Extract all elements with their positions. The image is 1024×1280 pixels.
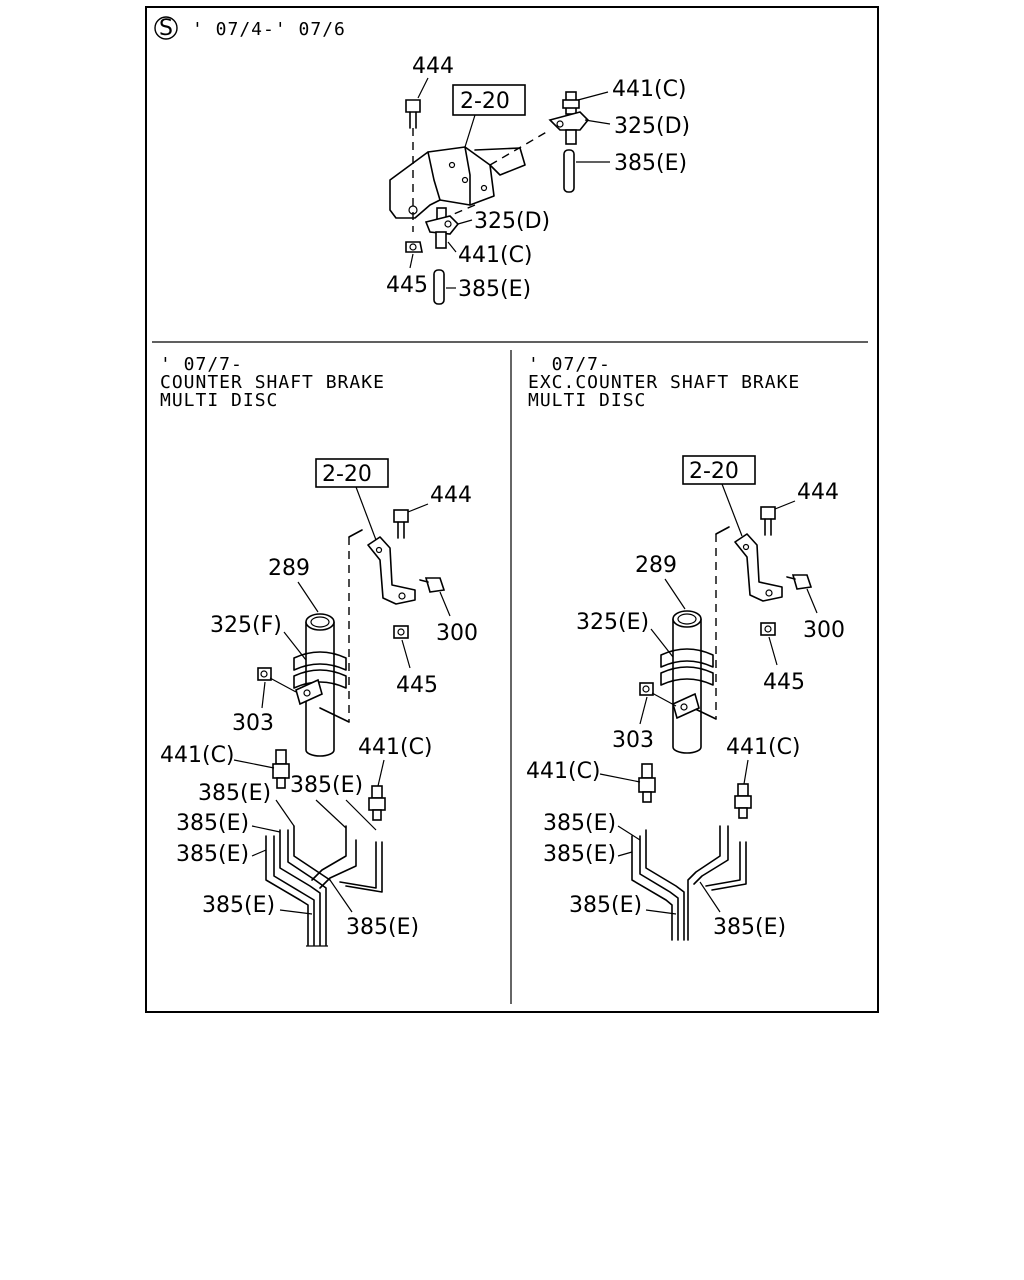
- left-pipe-289: [297, 581, 335, 757]
- diagram-frame: [145, 6, 879, 1013]
- label-right-hose-385e-4: 385(E): [713, 915, 786, 940]
- label-left-bolt-300: 300: [436, 621, 478, 646]
- label-left-hose-385e-2: 385(E): [290, 773, 363, 798]
- left-hose-bundle: [251, 799, 383, 947]
- right-clip-325e: [650, 628, 714, 720]
- left-header-line1: ' 07/7-: [160, 354, 243, 375]
- label-left-pipe-289: 289: [268, 556, 310, 581]
- s-symbol-circle: [154, 16, 178, 40]
- label-left-nut-303: 303: [232, 711, 274, 736]
- label-left-connector-441c-a: 441(C): [160, 743, 235, 768]
- label-connector-441c-top: 441(C): [612, 77, 687, 102]
- ref-box-right: [682, 455, 756, 485]
- right-pipe-289: [664, 578, 702, 754]
- left-connector-441-left: [233, 749, 290, 789]
- label-connector-441c-bottom: 441(C): [458, 243, 533, 268]
- left-clip-325f: [283, 631, 347, 706]
- left-nut-303: [257, 667, 297, 709]
- label-left-clip-325f: 325(F): [210, 613, 282, 638]
- label-ref-2-20: 2-20: [460, 89, 510, 114]
- label-right-clip-325e: 325(E): [576, 610, 649, 635]
- top-bracket-assembly: [389, 128, 551, 232]
- left-section: ' 07/7- COUNTER SHAFT BRAKE MULTI DISC 2…: [160, 354, 478, 947]
- right-section: ' 07/7- EXC.COUNTER SHAFT BRAKE MULTI DI…: [526, 354, 845, 941]
- label-right-hose-385e-1: 385(E): [543, 811, 616, 836]
- nut-445-top: [405, 241, 423, 269]
- label-right-connector-441c-b: 441(C): [726, 735, 801, 760]
- left-header-line3: MULTI DISC: [160, 390, 278, 411]
- label-clip-325d-bottom: 325(D): [474, 209, 550, 234]
- label-clip-325d-top: 325(D): [614, 114, 690, 139]
- label-right-nut-445: 445: [763, 670, 805, 695]
- left-bolt-444: [393, 503, 429, 539]
- left-header-line2: COUNTER SHAFT BRAKE: [160, 372, 385, 393]
- right-nut-303: [639, 682, 677, 725]
- label-right-connector-441c-a: 441(C): [526, 759, 601, 784]
- label-left-hose-385e-1: 385(E): [198, 781, 271, 806]
- ref-box-left: [315, 458, 389, 488]
- hose-385-bottom: [433, 269, 456, 305]
- label-right-hose-385e-3: 385(E): [569, 893, 642, 918]
- right-bolt-444: [760, 500, 796, 536]
- right-nut-445: [760, 622, 778, 666]
- top-period-label: ' 07/4-' 07/6: [192, 19, 346, 40]
- left-bolt-300: [419, 577, 451, 617]
- s-symbol: S: [159, 16, 173, 41]
- label-right-bolt-444: 444: [797, 480, 839, 505]
- right-bolt-300: [786, 574, 818, 614]
- label-left-nut-445: 445: [396, 673, 438, 698]
- label-left-hose-385e-5: 385(E): [202, 893, 275, 918]
- right-hose-bundle: [617, 825, 747, 941]
- right-connector-441-right: [734, 759, 752, 819]
- left-connector-441-right: [368, 759, 386, 821]
- left-nut-445: [393, 625, 411, 669]
- right-header-line3: MULTI DISC: [528, 390, 646, 411]
- hose-385-top: [563, 149, 610, 193]
- label-left-hose-385e-6: 385(E): [346, 915, 419, 940]
- label-left-hose-385e-3: 385(E): [176, 811, 249, 836]
- label-left-bolt-444: 444: [430, 483, 472, 508]
- connector-441-bottom: [424, 207, 473, 253]
- label-nut-445: 445: [386, 273, 428, 298]
- label-bolt-444: 444: [412, 54, 454, 79]
- label-ref-right: 2-20: [689, 459, 739, 484]
- connector-441-top: [548, 91, 611, 145]
- label-right-hose-385e-2: 385(E): [543, 842, 616, 867]
- label-left-connector-441c-b: 441(C): [358, 735, 433, 760]
- label-ref-left: 2-20: [322, 462, 372, 487]
- ref-box-top: [452, 84, 526, 116]
- label-right-pipe-289: 289: [635, 553, 677, 578]
- bolt-444-top: [405, 77, 429, 129]
- label-right-nut-303: 303: [612, 728, 654, 753]
- right-header-line2: EXC.COUNTER SHAFT BRAKE: [528, 372, 800, 393]
- right-connector-441-left: [599, 763, 656, 803]
- right-header-line1: ' 07/7-: [528, 354, 611, 375]
- label-right-bolt-300: 300: [803, 618, 845, 643]
- label-left-hose-385e-4: 385(E): [176, 842, 249, 867]
- label-hose-385e-top: 385(E): [614, 151, 687, 176]
- top-section: S ' 07/4-' 07/6: [154, 16, 690, 305]
- label-hose-385e-bottom: 385(E): [458, 277, 531, 302]
